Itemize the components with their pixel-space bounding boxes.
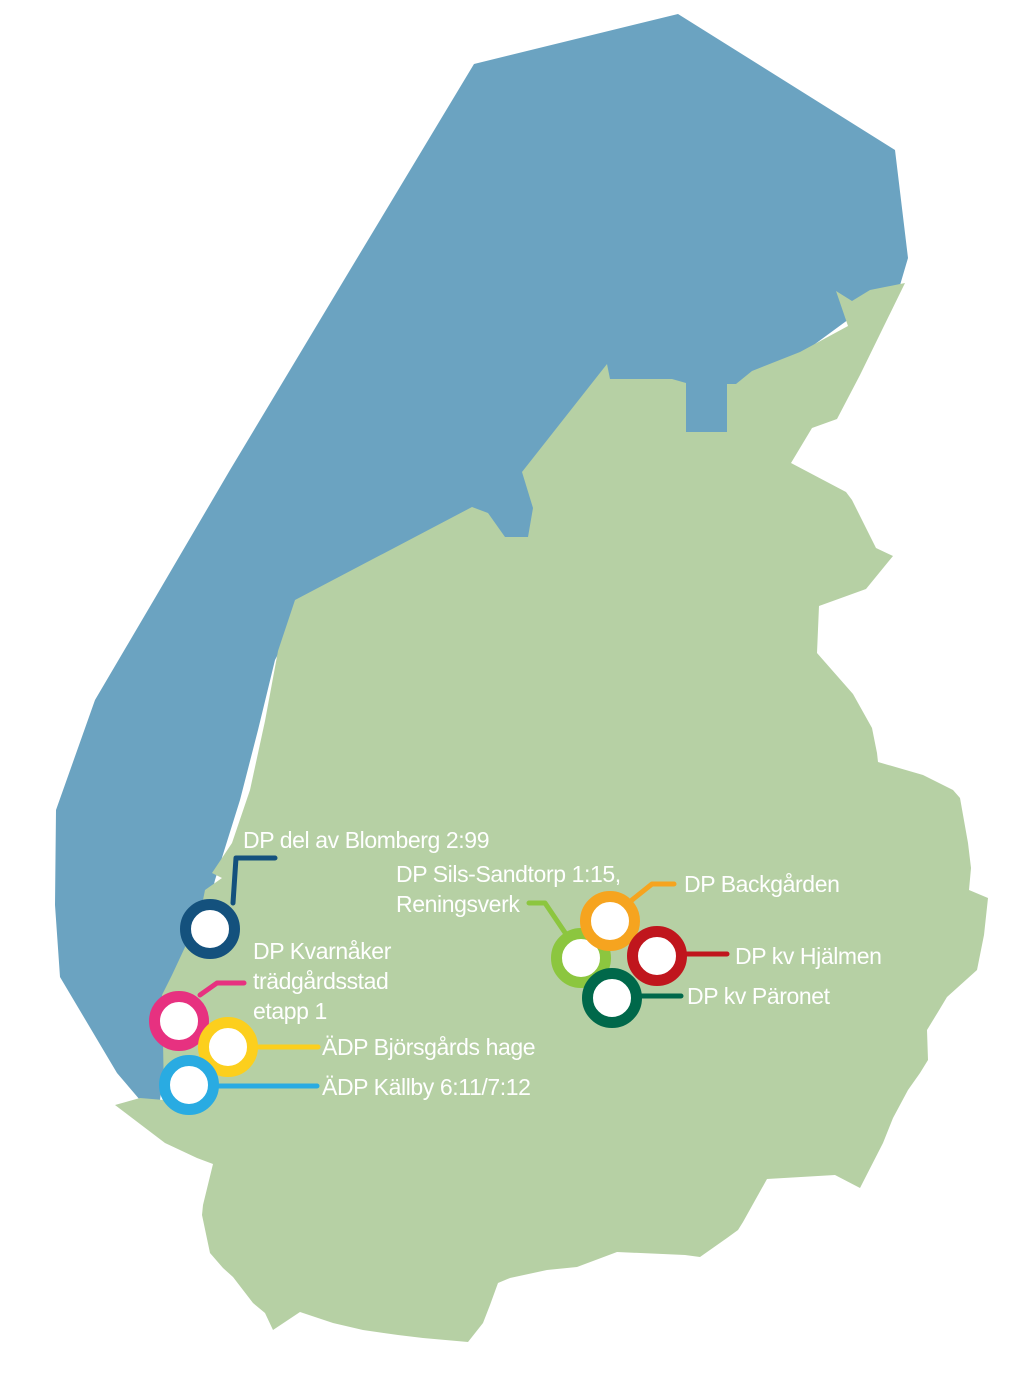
dp-kvarnaker-label: etapp 1	[253, 998, 327, 1024]
dp-kv-paronet-label: DP kv Päronet	[687, 983, 831, 1009]
dp-backgarden-label: DP Backgården	[684, 871, 839, 897]
dp-sils-sandtorp-label: Reningsverk	[396, 891, 520, 917]
adp-kallby-label: ÄDP Källby 6:11/7:12	[322, 1074, 531, 1100]
plan-markers-layer	[149, 891, 687, 1115]
leader-lines-layer	[197, 855, 730, 1089]
water-area	[55, 14, 908, 1100]
dp-backgarden-marker[interactable]	[580, 891, 640, 951]
dp-kv-paronet-marker[interactable]	[582, 968, 642, 1028]
dp-kvarnaker-marker[interactable]	[149, 991, 209, 1051]
plan-labels-layer: DP del av Blomberg 2:99 DP Sils-Sandtorp …	[243, 827, 882, 1100]
dp-sils-sandtorp-leader-line	[526, 900, 573, 943]
adp-kallby-marker[interactable]	[159, 1055, 219, 1115]
dp-del-av-blomberg-label: DP del av Blomberg 2:99	[243, 827, 489, 853]
adp-bjorsgards-hage-label: ÄDP Björsgårds hage	[322, 1034, 535, 1060]
dp-del-av-blomberg-marker[interactable]	[180, 899, 240, 959]
dp-sils-sandtorp-label: DP Sils-Sandtorp 1:15,	[396, 861, 621, 887]
dp-kvarnaker-label: trädgårdsstad	[253, 968, 388, 994]
dp-backgarden-leader-line	[629, 881, 677, 903]
dp-kvarnaker-leader-line	[197, 980, 247, 998]
dp-del-av-blomberg-leader-line	[230, 855, 278, 906]
dp-kv-hjalmen-marker[interactable]	[627, 926, 687, 986]
adp-bjorsgards-hage-marker[interactable]	[198, 1017, 258, 1077]
land-area	[115, 283, 988, 1342]
dp-kv-hjalmen-label: DP kv Hjälmen	[735, 943, 881, 969]
dp-kvarnaker-label: DP Kvarnåker	[253, 938, 392, 964]
